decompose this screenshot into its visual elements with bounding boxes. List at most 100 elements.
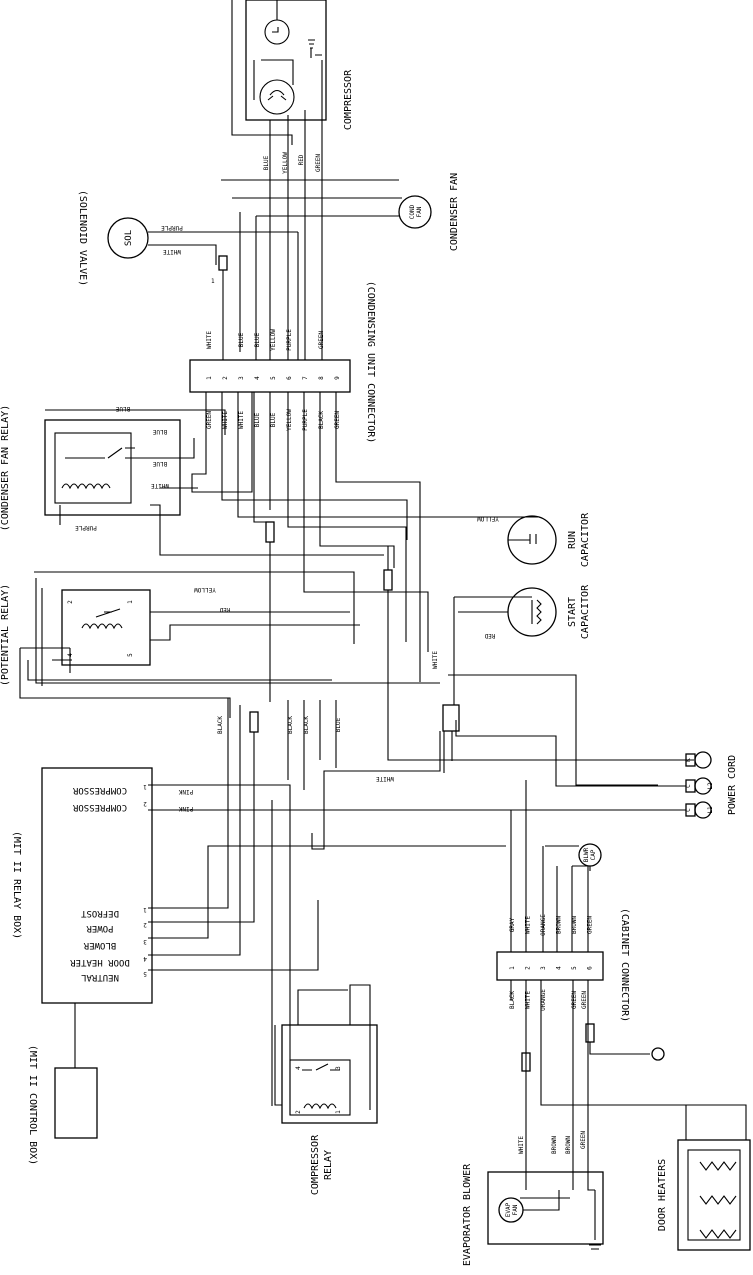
wire-label: GRAY [509,917,516,932]
condenser-fan [398,195,432,229]
svg-text:BLWR: BLWR [583,847,590,862]
inline-splice [218,255,228,271]
svg-text:BLACK: BLACK [217,716,224,734]
compressor-relay [281,1024,378,1124]
wire-label: WHITE [525,991,532,1009]
connector-pin-number: 6 [587,966,594,970]
svg-text:WHITE: WHITE [376,775,394,782]
wire-label: WHITE [238,411,245,429]
plug-pin [685,753,696,767]
connector-pin-number: 3 [238,376,245,380]
svg-text:WHITE: WHITE [151,482,169,489]
svg-text:START: START [567,597,578,627]
connector-pin-number: 1 [206,376,213,380]
plug-pin-tag: L2 [707,782,714,790]
inline-splice [521,1052,531,1072]
terminal-label: NEUTRAL [81,972,119,982]
wire-label: YELLOW [286,409,293,431]
svg-text:YELLOW: YELLOW [282,152,289,174]
relay-pin-number: 2 [295,1110,302,1114]
compressor-label: COMPRESSOR [343,69,354,130]
terminal-label: DOOR HEATER [70,957,130,967]
relay-pin-number: 2 [67,600,74,604]
wire-label: GREEN [206,411,213,429]
svg-text:RED: RED [298,154,305,165]
svg-text:CAPACITOR: CAPACITOR [580,584,591,639]
plug-pin-tag: L1 [707,806,714,814]
connector-pin-number: 2 [525,966,532,970]
inline-splice [265,521,275,543]
relay-pin-number: 1 [127,600,134,604]
cabinet-connector-label: (CABINET CONNECTOR) [619,908,630,1022]
connector-pin-number: 4 [556,966,563,970]
svg-text:PINK: PINK [178,788,193,795]
power-cord-label: POWER CORD [727,755,738,815]
svg-text:PINK: PINK [178,805,193,812]
svg-text:RELAY: RELAY [323,1150,334,1180]
svg-text:WHITE: WHITE [163,248,181,255]
evaporator-blower [487,1171,604,1245]
potential-relay-label: (POTENTIAL RELAY) [0,584,11,686]
svg-text:PURPLE: PURPLE [161,224,183,231]
wire-label: ORANGE [540,989,547,1011]
svg-text:YELLOW: YELLOW [477,515,499,522]
relay-pin-number: 1 [335,1110,342,1114]
svg-text:YELLOW: YELLOW [194,586,216,593]
ground-ring [651,1047,665,1061]
wire-label: BROWN [571,916,578,934]
inline-splice [249,711,259,733]
terminal-label: DEFROST [80,908,119,918]
condensing-pins: 1WHITEGREEN2WHITE3BLUEWHITE4BLUEBLUE5YEL… [206,329,341,431]
mit-control-box [54,1067,98,1139]
terminal-number: 1 [143,783,147,790]
wire-label: WHITE [206,331,213,349]
wire-label: BROWN [556,916,563,934]
condenser-fan-relay-label: (CONDENSER FAN RELAY) [0,405,11,531]
svg-text:GREEN: GREEN [315,154,322,172]
connector-pin-number: 2 [222,376,229,380]
relay-pin-number: 4 [295,1066,302,1070]
terminal-label: BLOWER [83,940,116,950]
svg-text:BLUE: BLUE [152,428,167,435]
connector-pin-number: 3 [540,966,547,970]
svg-text:WHITE: WHITE [432,651,439,669]
svg-text:BLACK: BLACK [287,716,294,734]
connector-pin-number: 5 [270,376,277,380]
condensing-unit-connector-label: (CONDENSING UNIT CONNECTOR) [365,281,376,444]
wire-label: GREEN [318,331,325,349]
connector-pin-number: 8 [318,376,325,380]
svg-text:FAN: FAN [416,206,423,217]
svg-text:COND: COND [409,204,416,219]
svg-text:BROWN: BROWN [551,1136,558,1154]
wire-label: BLUE [254,412,261,427]
wire-label: PURPLE [286,329,293,351]
potential-relay [61,589,151,666]
svg-text:GREEN: GREEN [580,1131,587,1149]
wire-label: GREEN [334,411,341,429]
terminal-number: 3 [143,938,147,945]
svg-text:EVAP: EVAP [505,1202,512,1217]
wire-label: BLACK [318,411,325,429]
relay-pin-number: 5 [127,653,134,657]
terminal-label: COMPRESSOR [72,785,127,795]
svg-text:CAP: CAP [590,849,597,860]
condenser-fan-label: CONDENSER FAN [449,173,460,251]
wire-label: GREEN [571,991,578,1009]
mit-relay-box-label: (MIT II RELAY BOX) [11,831,22,939]
wire-label: PURPLE [302,409,309,431]
terminal-number: 2 [143,800,147,807]
terminal-number: 4 [143,955,147,962]
connector-pin-number: 5 [571,966,578,970]
svg-text:WHITE: WHITE [518,1136,525,1154]
plug-pin-letter: C [685,784,692,788]
evaporator-blower-label: EVAPORATOR BLOWER [462,1163,473,1266]
svg-text:BLUE: BLUE [263,155,270,170]
svg-text:RED: RED [484,632,495,639]
svg-text:BLUE: BLUE [115,405,130,412]
condenser-fan-relay [44,419,181,516]
terminal-number: 5 [143,970,147,977]
svg-text:COMPRESSOR: COMPRESSOR [310,1134,321,1195]
connector-pin-number: 4 [254,376,261,380]
svg-text:GREEN: GREEN [581,991,588,1009]
solenoid-valve [107,217,149,259]
